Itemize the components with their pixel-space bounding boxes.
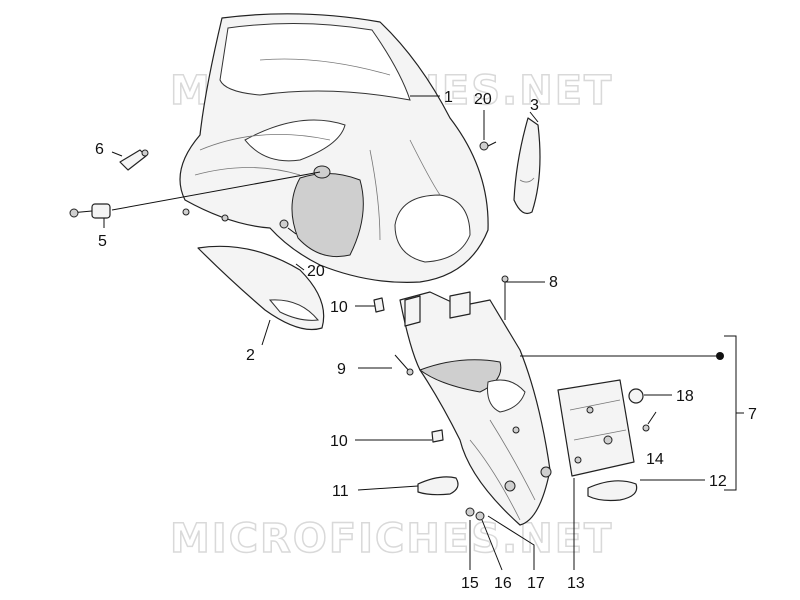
callout-3: 3	[530, 97, 539, 114]
reflector	[417, 476, 459, 496]
callout-8: 8	[549, 274, 558, 291]
callout-9: 9	[337, 361, 346, 378]
lower-cover	[197, 245, 325, 331]
screw-fender	[501, 275, 509, 320]
front-shield	[179, 13, 489, 283]
callout-18: 18	[676, 388, 694, 405]
callout-1: 1	[444, 89, 453, 106]
callout-6: 6	[95, 141, 104, 158]
bolt	[642, 411, 657, 432]
washer	[465, 507, 475, 517]
callout-10-lower: 10	[330, 433, 348, 450]
callout-10-upper: 10	[330, 299, 348, 316]
callout-2: 2	[246, 347, 255, 364]
screw-and-sleeve	[69, 203, 111, 219]
callout-5: 5	[98, 233, 107, 250]
callout-12: 12	[709, 473, 727, 490]
clip-lower	[431, 429, 444, 443]
nut	[475, 511, 485, 521]
license-plate-bracket	[557, 379, 635, 477]
callout-13: 13	[567, 575, 585, 592]
watermark-bottom: MICROFICHES.NET	[170, 516, 613, 562]
side-trim	[513, 117, 541, 215]
callout-20-lower: 20	[307, 263, 325, 280]
callout-15: 15	[461, 575, 479, 592]
rear-fender	[399, 291, 552, 526]
screw-lower	[279, 219, 297, 235]
plate-light	[587, 480, 638, 502]
callout-16: 16	[494, 575, 512, 592]
cap	[628, 388, 644, 404]
screw-upper	[479, 141, 497, 151]
callout-17: 17	[527, 575, 545, 592]
callout-20-upper: 20	[474, 91, 492, 108]
screw-mount	[394, 354, 414, 376]
callout-7: 7	[748, 406, 757, 423]
clip-upper	[373, 297, 385, 313]
callout-14: 14	[646, 451, 664, 468]
bulb	[119, 149, 149, 171]
callout-11: 11	[332, 483, 349, 500]
